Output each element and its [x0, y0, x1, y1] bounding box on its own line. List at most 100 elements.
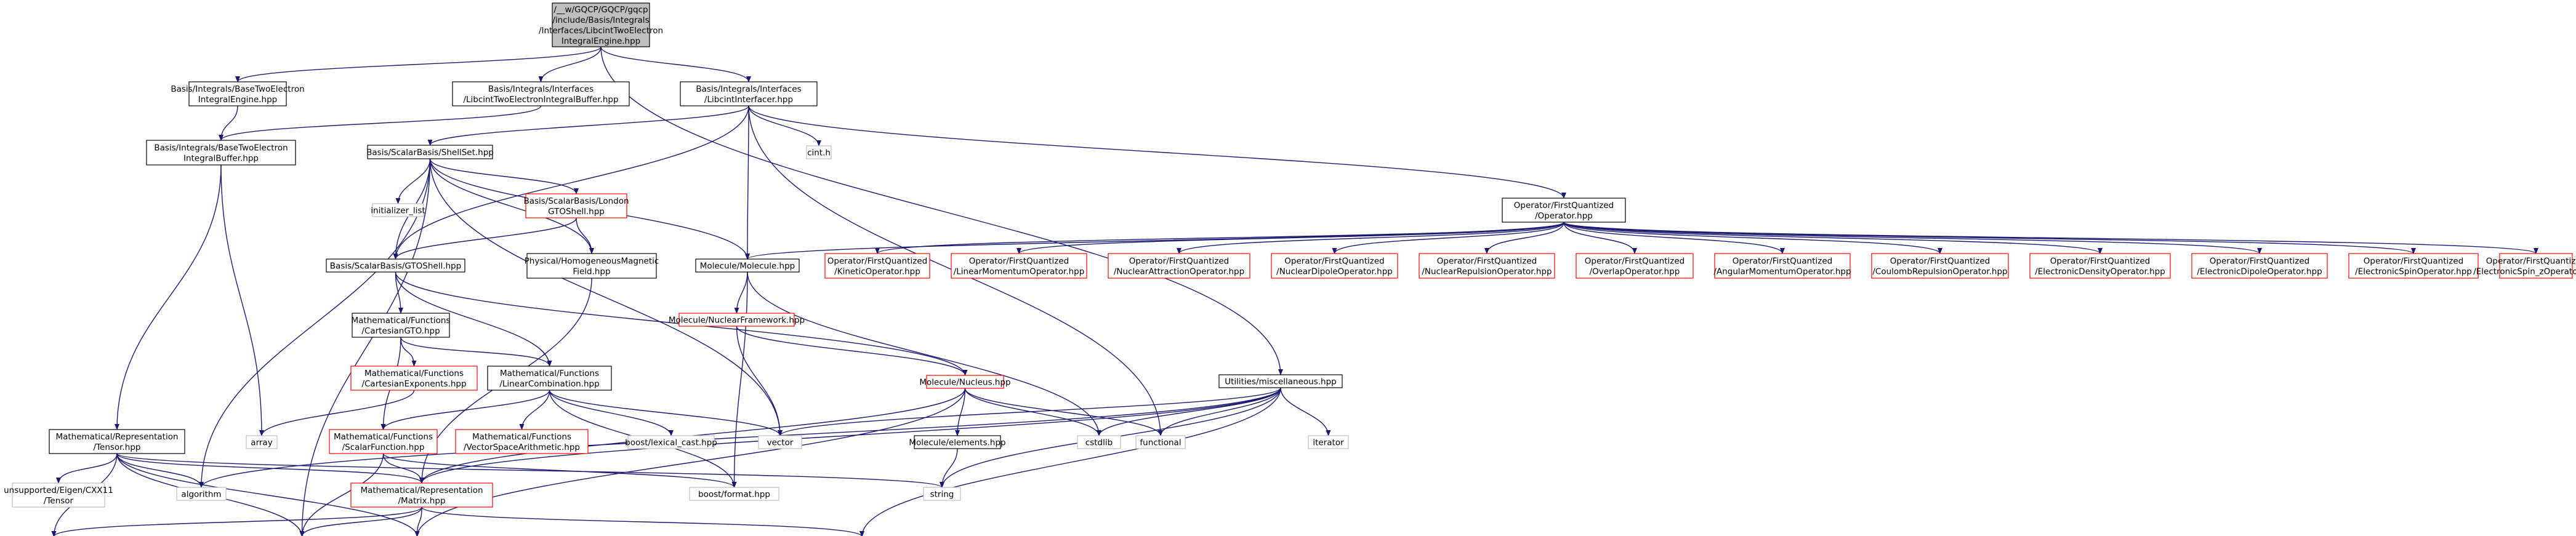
node-nucleus[interactable]: Molecule/Nucleus.hpp — [919, 375, 1011, 389]
node-molecule[interactable]: Molecule/Molecule.hpp — [695, 258, 800, 273]
node-label-op_nucdip-line-0: Operator/FirstQuantized — [1284, 256, 1384, 266]
node-op_overlap[interactable]: Operator/FirstQuantized/OverlapOperator.… — [1576, 253, 1694, 279]
node-box-eigen_tensor — [12, 482, 105, 508]
node-box-vsarith — [455, 429, 589, 454]
node-array: array — [246, 435, 278, 449]
node-label-op_elspin-line-0: Operator/FirstQuantized — [2364, 256, 2463, 266]
node-label-op_eldens-line-0: Operator/FirstQuantized — [2050, 256, 2150, 266]
node-box-cint — [806, 145, 832, 159]
node-box-operator — [1502, 198, 1626, 223]
node-label-root-line-1: /include/Basis/Integrals — [552, 15, 649, 25]
node-box-molecule — [695, 258, 800, 273]
node-label-functional-line-0: functional — [1140, 438, 1181, 447]
node-box-iterator — [1308, 435, 1349, 449]
node-box-algorithm — [176, 487, 227, 501]
node-label-op_nucrep-line-0: Operator/FirstQuantized — [1437, 256, 1537, 266]
node-label-op_nucrep-line-1: /NuclearRepulsionOperator.hpp — [1422, 266, 1552, 276]
node-operator[interactable]: Operator/FirstQuantized/Operator.hpp — [1502, 198, 1626, 223]
edge-nucleus-to-iostream — [414, 388, 966, 536]
edge-lincomb-to-lexcast — [549, 390, 674, 436]
edge-utilmisc-to-algorithm — [199, 387, 1281, 488]
node-box-op_elspin — [2348, 253, 2479, 279]
edge-scalarfunc-to-typetraits — [299, 453, 384, 536]
node-utilmisc[interactable]: Utilities/miscellaneous.hpp — [1218, 374, 1343, 388]
node-root[interactable]: /__w/GQCP/GQCP/gqcp/include/Basis/Integr… — [539, 2, 663, 47]
edge-operator-to-op_eldip — [1563, 222, 2262, 254]
node-label-cart_exp-line-1: /CartesianExponents.hpp — [361, 379, 466, 389]
edge-root-to-bte_engine — [235, 46, 602, 82]
node-box-nucframework — [678, 313, 795, 327]
node-label-operator-line-0: Operator/FirstQuantized — [1514, 201, 1614, 210]
edge-operator-to-op_overlap — [1563, 222, 1637, 254]
node-label-scalarfunc-line-0: Mathematical/Functions — [334, 432, 433, 442]
node-shellset[interactable]: Basis/ScalarBasis/ShellSet.hpp — [366, 145, 494, 159]
node-label-london-line-1: GTOShell.hpp — [548, 207, 605, 217]
node-label-homfield-line-1: Field.hpp — [573, 266, 610, 276]
node-box-scalarfunc — [329, 429, 438, 454]
node-gtoshell[interactable]: Basis/ScalarBasis/GTOShell.hpp — [326, 258, 465, 273]
edge-lib_iface-to-operator — [748, 105, 1566, 199]
node-op_linmom[interactable]: Operator/FirstQuantized/LinearMomentumOp… — [951, 253, 1087, 279]
node-op_nucdip[interactable]: Operator/FirstQuantized/NuclearDipoleOpe… — [1271, 253, 1398, 279]
node-box-array — [246, 435, 278, 449]
node-op_elspin[interactable]: Operator/FirstQuantized/ElectronicSpinOp… — [2348, 253, 2479, 279]
node-box-nucleus — [926, 375, 1004, 389]
edge-shellset-to-vector — [429, 158, 783, 436]
edge-operator-to-op_elspin — [1563, 222, 2416, 254]
node-label-string-line-0: string — [930, 489, 954, 499]
node-op_elspinz[interactable]: Operator/FirstQuantized/ElectronicSpin_z… — [2473, 253, 2576, 279]
node-op_eldens[interactable]: Operator/FirstQuantized/ElectronicDensit… — [2029, 253, 2171, 279]
node-op_kinetic[interactable]: Operator/FirstQuantized/KineticOperator.… — [824, 253, 930, 279]
node-matrix[interactable]: Mathematical/Representation/Matrix.hpp — [350, 482, 493, 508]
node-box-cstdlib — [1077, 435, 1121, 449]
node-op_eldip[interactable]: Operator/FirstQuantized/ElectronicDipole… — [2191, 253, 2328, 279]
node-op_nucrep[interactable]: Operator/FirstQuantized/NuclearRepulsion… — [1419, 253, 1555, 279]
node-cart_gto[interactable]: Mathematical/Functions/CartesianGTO.hpp — [352, 313, 451, 338]
node-op_angmom[interactable]: Operator/FirstQuantized/AngularMomentumO… — [1713, 253, 1851, 279]
node-scalarfunc[interactable]: Mathematical/Functions/ScalarFunction.hp… — [329, 429, 438, 454]
edge-lib_iface-to-cint — [748, 105, 821, 146]
edge-bte_engine-to-bte_buffer — [219, 105, 238, 141]
node-label-op_eldip-line-0: Operator/FirstQuantized — [2210, 256, 2309, 266]
node-lte_buffer[interactable]: Basis/Integrals/Interfaces/LibcintTwoEle… — [452, 81, 630, 106]
node-lincomb[interactable]: Mathematical/Functions/LinearCombination… — [487, 366, 612, 391]
node-box-matrix — [350, 482, 493, 508]
node-functional: functional — [1135, 435, 1186, 449]
node-box-string — [923, 487, 961, 501]
edge-operator-to-op_eldens — [1563, 222, 2103, 254]
edge-lib_iface-to-molecule — [745, 105, 751, 260]
node-lib_iface[interactable]: Basis/Integrals/Interfaces/LibcintInterf… — [680, 81, 818, 106]
edge-bte_buffer-to-tensor — [115, 164, 222, 430]
edge-operator-to-op_linmom — [1016, 222, 1564, 254]
node-label-tensor-line-1: /Tensor.hpp — [94, 442, 141, 452]
node-bte_engine[interactable]: Basis/Integrals/BaseTwoElectronIntegralE… — [171, 81, 305, 106]
node-label-root-line-3: IntegralEngine.hpp — [561, 36, 641, 46]
node-label-cart_gto-line-0: Mathematical/Functions — [352, 316, 451, 326]
node-op_nucatt[interactable]: Operator/FirstQuantized/NuclearAttractio… — [1108, 253, 1250, 279]
edge-shellset-to-typetraits — [299, 158, 431, 536]
node-string: string — [923, 487, 961, 501]
node-label-bte_buffer-line-1: IntegralBuffer.hpp — [183, 153, 259, 163]
node-label-op_elspin-line-1: /ElectronicSpinOperator.hpp — [2355, 266, 2472, 276]
edge-molecule-to-nucframework — [734, 271, 748, 314]
node-op_coulomb[interactable]: Operator/FirstQuantized/CoulombRepulsion… — [1871, 253, 2009, 279]
node-elements[interactable]: Molecule/elements.hpp — [909, 435, 1006, 449]
edge-operator-to-op_nucdip — [1332, 222, 1564, 254]
node-box-op_linmom — [951, 253, 1087, 279]
node-label-vsarith-line-1: /VectorSpaceArithmetic.hpp — [464, 442, 580, 452]
node-cart_exp[interactable]: Mathematical/Functions/CartesianExponent… — [350, 366, 478, 391]
node-box-tensor — [49, 429, 185, 454]
node-bte_buffer[interactable]: Basis/Integrals/BaseTwoElectronIntegralB… — [146, 140, 296, 166]
node-label-operator-line-1: /Operator.hpp — [1535, 211, 1593, 221]
node-label-lte_buffer-line-0: Basis/Integrals/Interfaces — [488, 84, 594, 94]
node-box-lexcast — [627, 435, 715, 449]
node-box-op_nucdip — [1271, 253, 1398, 279]
node-nucframework[interactable]: Molecule/NuclearFramework.hpp — [669, 313, 805, 327]
node-tensor[interactable]: Mathematical/Representation/Tensor.hpp — [49, 429, 185, 454]
node-label-root-line-0: /__w/GQCP/GQCP/gqcp — [553, 5, 648, 15]
node-vsarith[interactable]: Mathematical/Functions/VectorSpaceArithm… — [455, 429, 589, 454]
edge-shellset-to-homfield — [429, 158, 594, 254]
node-lexcast: boost/lexical_cast.hpp — [625, 435, 717, 449]
